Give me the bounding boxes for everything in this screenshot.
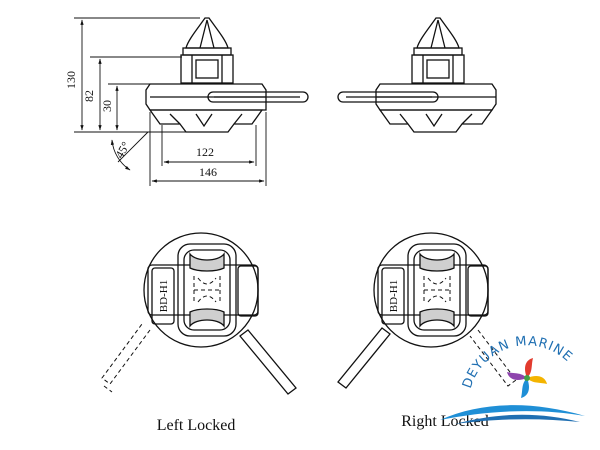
dim-height-small: 30 (100, 100, 114, 112)
pinwheel-icon (507, 358, 547, 398)
wave-swoosh (440, 405, 585, 420)
dimension-lines (74, 17, 267, 186)
plate-label-left: BD-H1 (158, 280, 170, 312)
dim-width-inner: 122 (196, 145, 214, 159)
dim-height-total: 130 (64, 71, 78, 89)
side-view-left (145, 17, 309, 133)
brand-logo: DEYUAN MARINE (440, 334, 585, 424)
caption-right-locked: Right Locked (401, 413, 489, 430)
dim-width-outer: 146 (199, 165, 217, 179)
brand-name: DEYUAN MARINE (460, 334, 575, 390)
plate-label-right: BD-H1 (388, 280, 400, 312)
plan-view-right-locked (337, 232, 517, 389)
dim-angle: 45° (112, 139, 133, 161)
caption-left-locked: Left Locked (157, 417, 236, 434)
plan-view-left-locked (101, 232, 297, 395)
side-view-right (337, 17, 497, 133)
dim-height-mid: 82 (82, 90, 96, 102)
